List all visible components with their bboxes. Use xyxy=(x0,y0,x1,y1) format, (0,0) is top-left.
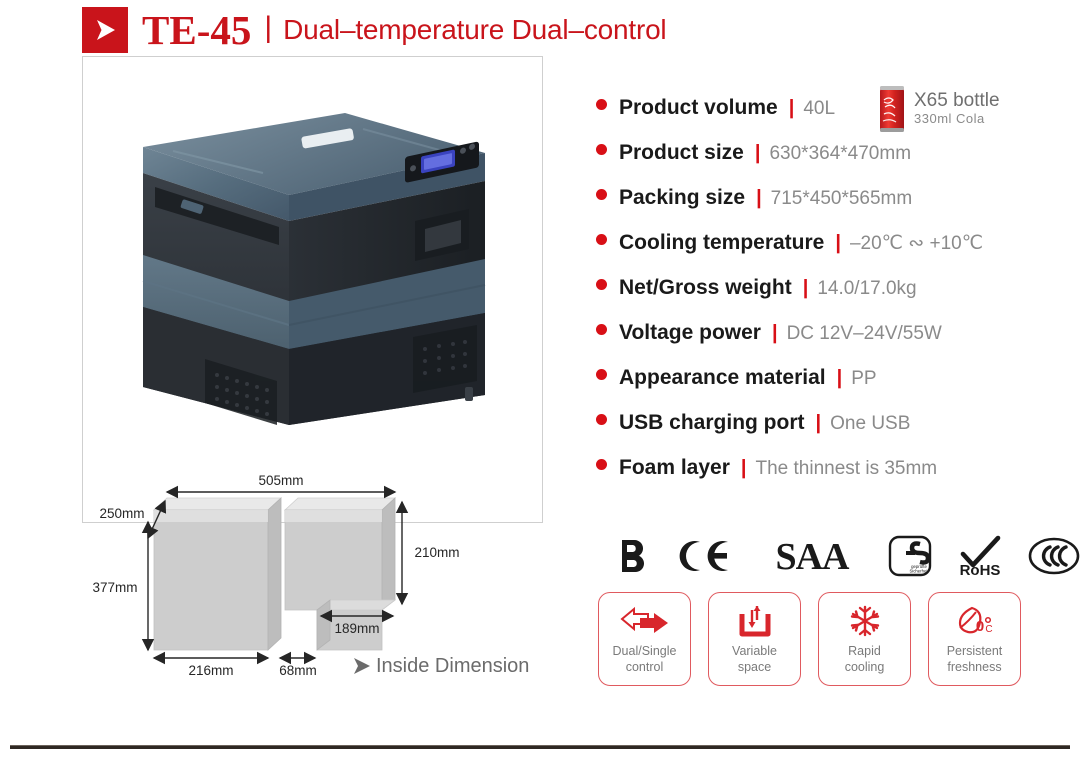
spec-row: Net/Gross weight | 14.0/17.0kg xyxy=(596,276,1066,321)
spec-label: Packing size xyxy=(619,186,746,209)
spec-value: The thinnest is 35mm xyxy=(755,458,938,479)
specifications-list: Product volume | 40L Product size | 630*… xyxy=(596,96,1066,501)
spec-separator: | xyxy=(815,412,822,434)
bullet-icon xyxy=(596,459,607,470)
spec-separator: | xyxy=(740,457,747,479)
svg-text:RoHS: RoHS xyxy=(960,562,1001,578)
feature-label: Variable space xyxy=(732,644,777,674)
page-header: TE-45 | Dual–temperature Dual–control xyxy=(82,6,667,54)
feature-variable-space[interactable]: Variable space xyxy=(708,592,801,686)
bullet-icon xyxy=(596,414,607,425)
bullet-icon xyxy=(596,369,607,380)
leaf-zero-degree-icon: 0 C xyxy=(954,602,996,640)
ccc-mark-icon xyxy=(1028,536,1080,576)
inside-dimension-diagram: 505mm 250mm 377mm 210mm 189mm 216mm 68mm… xyxy=(82,470,552,695)
spec-label: Foam layer xyxy=(619,456,730,479)
spec-label: Product size xyxy=(619,141,744,164)
play-arrow-icon xyxy=(82,7,128,53)
certification-marks: SAA geprüfte Sicherheit RoHS xyxy=(594,528,1080,584)
dim-label-height-left: 377mm xyxy=(92,580,137,595)
page-title: TE-45 xyxy=(142,6,252,53)
spec-row: Voltage power | DC 12V–24V/55W xyxy=(596,321,1066,366)
spec-label: Cooling temperature xyxy=(619,231,825,254)
spec-separator: | xyxy=(771,322,778,344)
spec-value: –20℃ ∾ +10℃ xyxy=(849,233,984,254)
product-photo-panel xyxy=(82,56,543,523)
header-divider: | xyxy=(264,11,273,44)
bullet-icon xyxy=(596,234,607,245)
spec-separator: | xyxy=(835,232,841,254)
spec-separator: | xyxy=(836,367,843,389)
cola-badge-text: X65 bottle 330ml Cola xyxy=(914,90,1000,129)
bullet-icon xyxy=(596,279,607,290)
dim-label-width-left-bottom: 216mm xyxy=(188,663,233,678)
cb-mark-icon xyxy=(594,536,656,576)
spec-label: Product volume xyxy=(619,96,778,119)
spec-row: Product volume | 40L xyxy=(596,96,1066,141)
spec-row: Cooling temperature | –20℃ ∾ +10℃ xyxy=(596,231,1066,276)
dim-label-width-mid-bottom: 68mm xyxy=(279,663,317,678)
feature-persistent-freshness[interactable]: 0 C Persistent freshness xyxy=(928,592,1021,686)
gs-mark-icon: geprüfte Sicherheit xyxy=(888,535,932,577)
spec-row: Packing size | 715*450*565mm xyxy=(596,186,1066,231)
spec-value: 715*450*565mm xyxy=(770,188,913,209)
dim-label-depth: 250mm xyxy=(99,506,144,521)
spec-row: Appearance material | PP xyxy=(596,366,1066,411)
feature-dual-single-control[interactable]: Dual/Single control xyxy=(598,592,691,686)
snowflake-icon xyxy=(848,602,882,640)
svg-text:Sicherheit: Sicherheit xyxy=(909,569,929,574)
feature-rapid-cooling[interactable]: Rapid cooling xyxy=(818,592,911,686)
spec-value: DC 12V–24V/55W xyxy=(786,323,942,344)
cola-can-icon xyxy=(878,84,906,134)
svg-text:0: 0 xyxy=(975,618,983,635)
spec-label: Net/Gross weight xyxy=(619,276,792,299)
ce-mark-icon xyxy=(678,536,736,576)
footer-divider xyxy=(10,745,1070,749)
variable-space-icon xyxy=(735,602,775,640)
svg-text:SAA: SAA xyxy=(775,536,850,576)
cola-capacity-badge: X65 bottle 330ml Cola xyxy=(878,84,1000,134)
spec-row: Product size | 630*364*470mm xyxy=(596,141,1066,186)
spec-row: USB charging port | One USB xyxy=(596,411,1066,456)
spec-row: Foam layer | The thinnest is 35mm xyxy=(596,456,1066,501)
svg-text:C: C xyxy=(985,624,992,635)
dim-label-width-top: 505mm xyxy=(258,473,303,488)
rohs-mark-icon: RoHS xyxy=(954,534,1006,578)
spec-value: One USB xyxy=(830,413,911,434)
spec-label: USB charging port xyxy=(619,411,805,434)
spec-value: PP xyxy=(851,368,877,389)
dual-arrows-icon xyxy=(618,602,672,640)
triangle-right-icon xyxy=(354,658,370,674)
header-subtitle: Dual–temperature Dual–control xyxy=(283,14,667,45)
cola-bottle-count: X65 bottle xyxy=(914,89,1000,111)
saa-mark-icon: SAA xyxy=(758,536,866,576)
spec-value: 40L xyxy=(803,98,836,119)
bullet-icon xyxy=(596,99,607,110)
bullet-icon xyxy=(596,189,607,200)
dim-label-width-right-lower: 189mm xyxy=(334,621,379,636)
feature-label: Dual/Single control xyxy=(612,644,677,674)
spec-label: Appearance material xyxy=(619,366,826,389)
feature-label: Persistent freshness xyxy=(946,644,1003,674)
bullet-icon xyxy=(596,144,607,155)
svg-text:geprüfte: geprüfte xyxy=(911,564,927,569)
spec-value: 630*364*470mm xyxy=(769,143,912,164)
spec-separator: | xyxy=(756,187,762,209)
spec-separator: | xyxy=(788,97,795,119)
bullet-icon xyxy=(596,324,607,335)
feature-label: Rapid cooling xyxy=(844,644,885,674)
inside-dimension-caption: Inside Dimension xyxy=(376,655,529,677)
dim-label-height-right: 210mm xyxy=(414,545,459,560)
spec-label: Voltage power xyxy=(619,321,761,344)
spec-separator: | xyxy=(802,277,809,299)
cola-bottle-size: 330ml Cola xyxy=(914,111,985,127)
feature-highlights: Dual/Single control Variable space xyxy=(598,592,1021,686)
product-image xyxy=(113,95,513,485)
spec-value: 14.0/17.0kg xyxy=(817,278,917,299)
spec-separator: | xyxy=(754,142,761,164)
